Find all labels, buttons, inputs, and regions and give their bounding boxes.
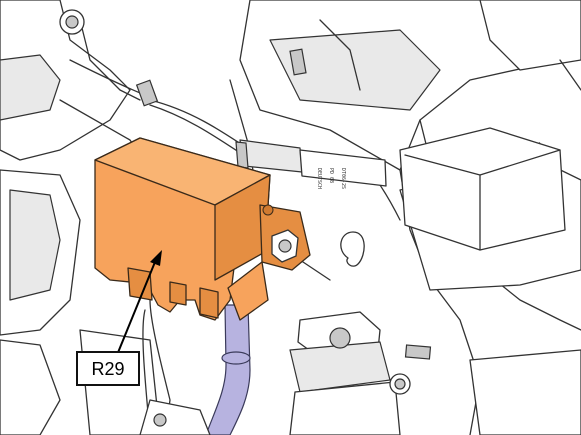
pressure-valve-icon (289, 311, 411, 435)
terminal-bolt-icon (271, 229, 299, 263)
bolt-icon (59, 9, 85, 35)
svg-text:DT06-2S: DT06-2S (340, 168, 346, 189)
callout-arrow (116, 261, 156, 356)
svg-text:PD 68: PD 68 (328, 168, 334, 183)
callout-box (76, 351, 140, 386)
connector-plug-icon: DEUTSCH PD 68 DT06-2S (235, 139, 387, 189)
callout-r29: R29 (76, 250, 162, 386)
lever-part (139, 399, 211, 435)
callout-arrowhead (150, 250, 162, 266)
svg-text:DEUTSCH: DEUTSCH (316, 168, 322, 189)
hose-icon (205, 304, 251, 435)
relay-component (94, 137, 311, 321)
keyhole-slot (340, 231, 365, 267)
callout-label: R29 (91, 359, 124, 379)
right-housing (399, 127, 566, 251)
